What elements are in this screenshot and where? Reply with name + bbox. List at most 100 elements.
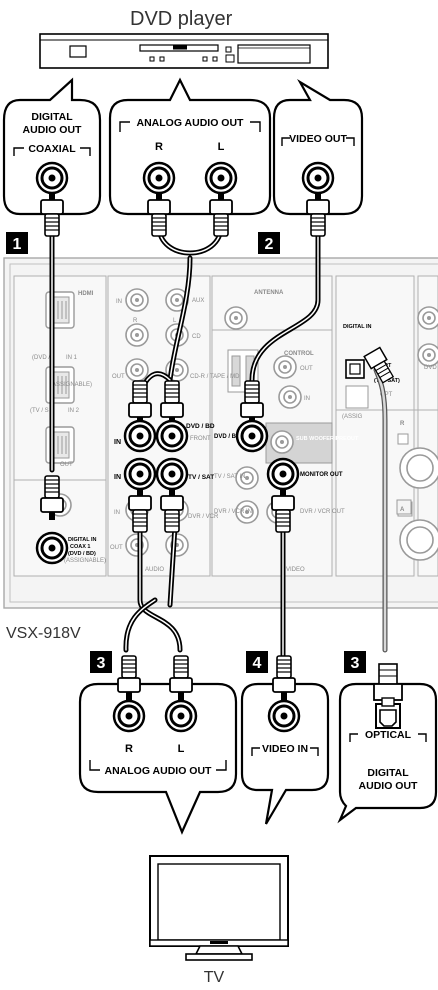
step-1-badge: 1 (6, 232, 28, 254)
step-1-text: 1 (13, 236, 22, 253)
assign-opt-label: (ASSIG (342, 414, 363, 420)
aux-in-label: IN (116, 299, 122, 305)
cdr-tape-label: CD-R / TAPE / MD (190, 374, 240, 380)
analog-audio-out-label: ANALOG AUDIO OUT (137, 117, 245, 129)
step-2-badge: 2 (258, 232, 280, 254)
tv-analog-audio-out-callout: R L ANALOG AUDIO OUT (78, 682, 238, 835)
control-label: CONTROL (284, 351, 314, 357)
step-4-badge: 4 (246, 651, 268, 673)
tv-label: TV (204, 969, 225, 986)
monitor-out-label: MONITOR OUT (300, 472, 343, 478)
tv-analog-audio-out-label: ANALOG AUDIO OUT (105, 765, 213, 777)
aux-r-label: R (133, 318, 138, 324)
dvd-in-label: (DVD / (32, 355, 50, 361)
step-3a-badge: 3 (90, 651, 112, 673)
dvd-audio-in-r-jack (123, 419, 157, 453)
tv-audio-in-r-jack (123, 457, 157, 491)
video-out-jack (301, 161, 335, 195)
r-label: R (155, 141, 163, 153)
tv-analog-r-jack (112, 699, 146, 733)
coaxial-jack (35, 161, 69, 195)
cd-r-jack (125, 323, 149, 347)
dvr-vcr-in-video-label: DVR / VCR IN (214, 509, 252, 515)
tv-r-label: R (125, 743, 133, 755)
tv-optical-out-callout: OPTICAL DIGITAL AUDIO OUT (337, 682, 438, 824)
dvd-bd-coax-label: (DVD / BD) (68, 551, 96, 557)
dvd-player (39, 33, 329, 69)
digital-line1: DIGITAL (31, 111, 73, 123)
coax-in-jack (35, 531, 69, 565)
monitor-out-jack (266, 457, 300, 491)
tv-l-label: L (178, 743, 185, 755)
dvr-out-l-jack (165, 533, 189, 557)
dvr-vcr-out-video-label: DVR / VCR OUT (300, 509, 345, 515)
dvd-in-audio-label: IN (114, 439, 121, 446)
audio-out-line2: AUDIO OUT (23, 124, 83, 136)
dvd-digital-audio-out-callout: DIGITAL AUDIO OUT COAXIAL (2, 77, 102, 216)
dvd-right-label: DVD (424, 365, 437, 371)
opt2-label: OPT (380, 392, 393, 398)
step-4-text: 4 (253, 655, 262, 672)
analog-l-jack (204, 161, 238, 195)
dvd-bd-video-in-jack (235, 419, 269, 453)
in2-label: IN 2 (68, 408, 80, 414)
r-right-label: R (400, 421, 405, 427)
tv-sat-audio-label: TV / SAT (188, 474, 214, 481)
tv-analog-l-jack (164, 699, 198, 733)
tv-digital-line1: DIGITAL (367, 767, 409, 779)
tv-video-in-callout: VIDEO IN (240, 682, 330, 825)
tv-sat-in-video-label: TV / SAT IN (214, 474, 245, 480)
coaxial-label: COAXIAL (28, 143, 76, 155)
video-in-label: VIDEO IN (262, 743, 308, 755)
dvd-bd-audio-label: DVD / BD (186, 423, 215, 430)
coax1-label: COAX 1 (70, 544, 90, 550)
subwoofer-label: SUB WOOFER PREOUT (296, 436, 359, 442)
step-3b-text: 3 (351, 655, 360, 672)
dvd-video-out-callout: VIDEO OUT (272, 78, 364, 216)
dvd-player-label: DVD player (130, 8, 233, 30)
dvd-bd-in-video-label: DVD / BD IN (214, 434, 248, 440)
dvd-analog-audio-out-callout: ANALOG AUDIO OUT R L (108, 77, 272, 216)
receiver-rear-panel (3, 257, 438, 609)
right-jack-1 (417, 306, 438, 330)
control-out-label: OUT (300, 366, 313, 372)
control-out-jack (273, 355, 297, 379)
tv-in-audio-label: IN (114, 474, 121, 481)
optical-plug-receiver (345, 346, 395, 384)
video-out-label: VIDEO OUT (289, 133, 347, 145)
tv-set (149, 855, 289, 961)
assignable-coax-label: (ASSIGNABLE) (64, 558, 106, 564)
l-label: L (218, 141, 225, 153)
tv-optical-plug (373, 663, 403, 707)
assignable-hdmi-label: (ASSIGNABLE) (50, 382, 92, 388)
tv-audio-in-l-jack (155, 457, 189, 491)
hdmi-label: HDMI (78, 291, 94, 297)
control-in-label: IN (304, 396, 310, 402)
tv-digital-line2: AUDIO OUT (359, 780, 419, 792)
dvr-vcr-audio-label: DVR / VCR (188, 514, 219, 520)
aux-l-label: L (173, 318, 177, 324)
subwoofer-jack (270, 430, 294, 454)
dvd-audio-in-l-jack (155, 419, 189, 453)
receiver-model-label: VSX-918V (6, 625, 81, 642)
step-3a-text: 3 (97, 655, 106, 672)
video-section-label: VIDEO (286, 567, 305, 573)
tv-video-in-jack (267, 699, 301, 733)
step-3b-badge: 3 (344, 651, 366, 673)
hdmi-out-label: OUT (60, 462, 73, 468)
in1-label: IN 1 (66, 355, 78, 361)
digital-in-coax-label: DIGITAL IN (68, 537, 97, 543)
aux-label: AUX (192, 298, 204, 304)
control-in-jack (278, 385, 302, 409)
step-2-text: 2 (265, 236, 274, 253)
front-label: FRONT (190, 436, 211, 442)
dvr-out-label: OUT (110, 545, 123, 551)
cd-label: CD (192, 334, 201, 340)
antenna-jack (224, 306, 248, 330)
digital-in-opt-label: DIGITAL IN (343, 324, 372, 330)
tvs-label: (TV / S (30, 408, 49, 414)
analog-r-jack (142, 161, 176, 195)
a-right-label: A (400, 507, 405, 513)
cdr-out-label: OUT (112, 374, 125, 380)
panel-labels: HDMI (DVD / IN 1 (ASSIGNABLE) (TV / S IN… (30, 290, 437, 573)
